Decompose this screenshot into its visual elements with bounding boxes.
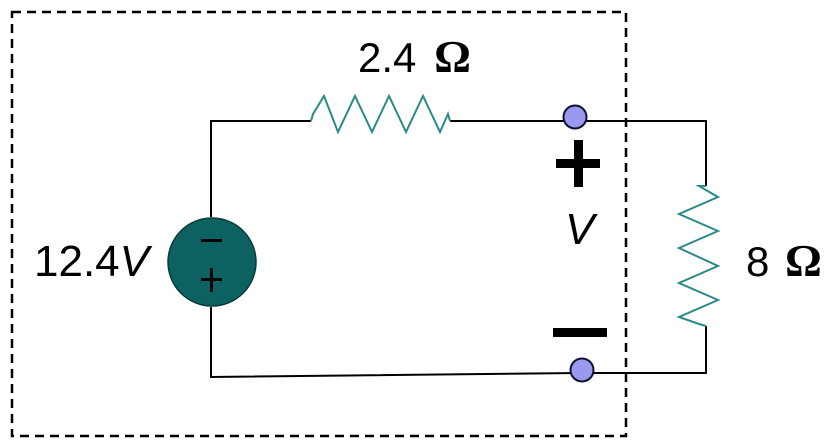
thevenin-boundary-box <box>10 10 628 438</box>
source-plus-sign-vertical <box>210 268 213 292</box>
wire-left-top <box>210 120 311 217</box>
terminal-plus-sign-icon <box>556 140 600 187</box>
wire-right-bottom <box>580 326 707 374</box>
source-label: 12.4V <box>34 237 153 286</box>
source-voltage-unit: V <box>120 237 153 286</box>
wire-bottom-left <box>210 307 581 379</box>
wires <box>210 120 707 379</box>
source-voltage-value: 12.4 <box>34 237 120 286</box>
voltage-source-body <box>167 217 257 307</box>
load-resistor-label: 8 Ω <box>746 235 822 286</box>
terminal-minus-sign-icon <box>553 328 607 337</box>
wire-top-right <box>450 120 707 186</box>
voltage-source <box>167 217 257 307</box>
series-resistor-unit: Ω <box>434 31 471 82</box>
load-resistor-unit: Ω <box>785 235 822 286</box>
load-resistor-zigzag <box>676 185 721 327</box>
terminal-voltage-label: V <box>565 205 598 254</box>
terminal-bottom <box>569 357 595 383</box>
terminal-top <box>562 104 588 130</box>
load-resistor-value: 8 <box>746 238 769 285</box>
source-minus-sign-icon <box>201 239 222 242</box>
series-resistor-zigzag <box>310 93 451 135</box>
series-resistor-value: 2.4 <box>358 34 416 81</box>
series-resistor-label: 2.4 Ω <box>358 31 471 82</box>
